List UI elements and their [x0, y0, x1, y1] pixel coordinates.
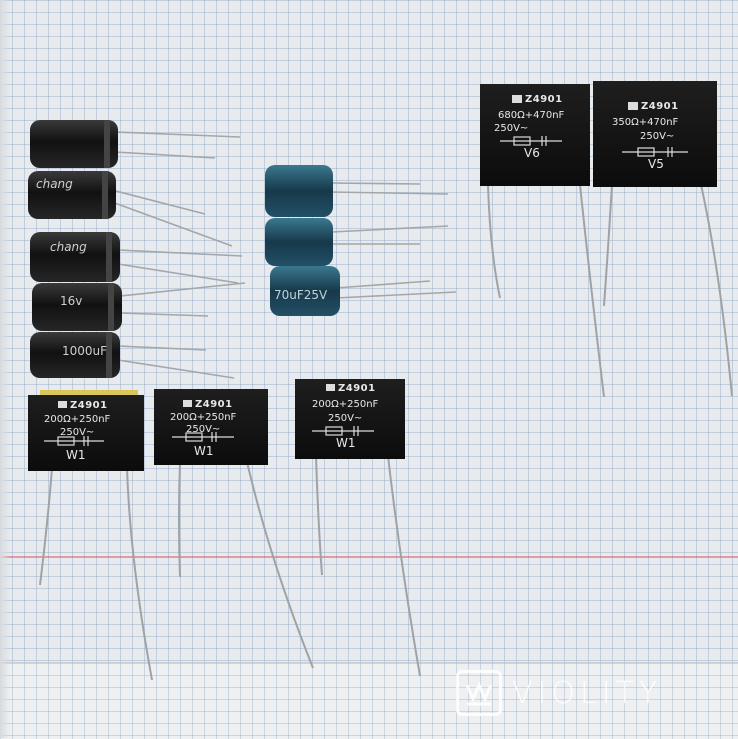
snubber-capacitor-body [480, 84, 590, 186]
snubber-mark: V5 [648, 157, 664, 171]
snubber-voltage: 250V~ [60, 427, 95, 438]
snubber-part-number: Z4901 [195, 399, 233, 410]
snubber-leads [39, 179, 733, 681]
snubber-voltage: 250V~ [494, 123, 529, 134]
snubber-value: 350Ω+470nF [612, 117, 679, 128]
snubber-value: 200Ω+250nF [312, 399, 379, 410]
snubber-voltage: 250V~ [186, 424, 221, 435]
electrolytic-capacitor [265, 165, 333, 217]
snubber-boxes [28, 81, 717, 471]
electrolytic-value-label: 70uF25V [274, 288, 328, 302]
electrolytic-black-group [28, 120, 122, 378]
electrolytic-capacitor [30, 120, 118, 168]
graph-paper-lower-sheet [0, 662, 738, 739]
snubber-mark: W1 [336, 436, 356, 450]
electrolytic-capacitor [32, 283, 122, 331]
snubber-value: 200Ω+250nF [170, 412, 237, 423]
paper-shadow-edge [0, 0, 10, 738]
snubber-part-number: Z4901 [525, 94, 563, 105]
electrolytic-capacitor [270, 266, 340, 316]
snubber-capacitor-body [593, 81, 717, 187]
electrolytic-leads [111, 131, 246, 379]
brand-logos [58, 95, 638, 408]
paper-red-line [0, 556, 738, 558]
electrolytic-capacitance-label: 1000uF [62, 344, 108, 358]
electrolytic-brand-label: chang [50, 240, 87, 254]
violity-watermark: VIOLITY [456, 668, 662, 718]
snubber-part-number: Z4901 [70, 400, 108, 411]
violity-watermark-text: VIOLITY [512, 675, 663, 711]
electrolytic-voltage-label: 16v [60, 294, 83, 308]
electrolytic-capacitor [30, 232, 120, 282]
snubber-value: 680Ω+470nF [498, 110, 565, 121]
snubber-part-number: Z4901 [338, 383, 376, 394]
snubber-mark: V6 [524, 146, 540, 160]
blue-electrolytic-leads [329, 182, 457, 299]
electrolytic-capacitor [265, 218, 333, 266]
electrolytic-brand-label: chang [36, 177, 73, 191]
snubber-part-number: Z4901 [641, 101, 679, 112]
snubber-mark: W1 [194, 444, 214, 458]
snubber-voltage: 250V~ [640, 131, 675, 142]
snubber-capacitor-body [154, 389, 268, 465]
electrolytic-blue-group [265, 165, 340, 316]
snubber-mark: W1 [66, 448, 86, 462]
snubber-voltage: 250V~ [328, 413, 363, 424]
violity-logo-icon [456, 670, 502, 716]
snubber-capacitor-body [295, 379, 405, 459]
electrolytic-capacitor [30, 332, 120, 378]
snubber-value: 200Ω+250nF [44, 414, 111, 425]
electrolytic-capacitor [28, 171, 116, 219]
snubber-capacitor-body [28, 395, 144, 471]
schematic-symbols [44, 136, 688, 446]
